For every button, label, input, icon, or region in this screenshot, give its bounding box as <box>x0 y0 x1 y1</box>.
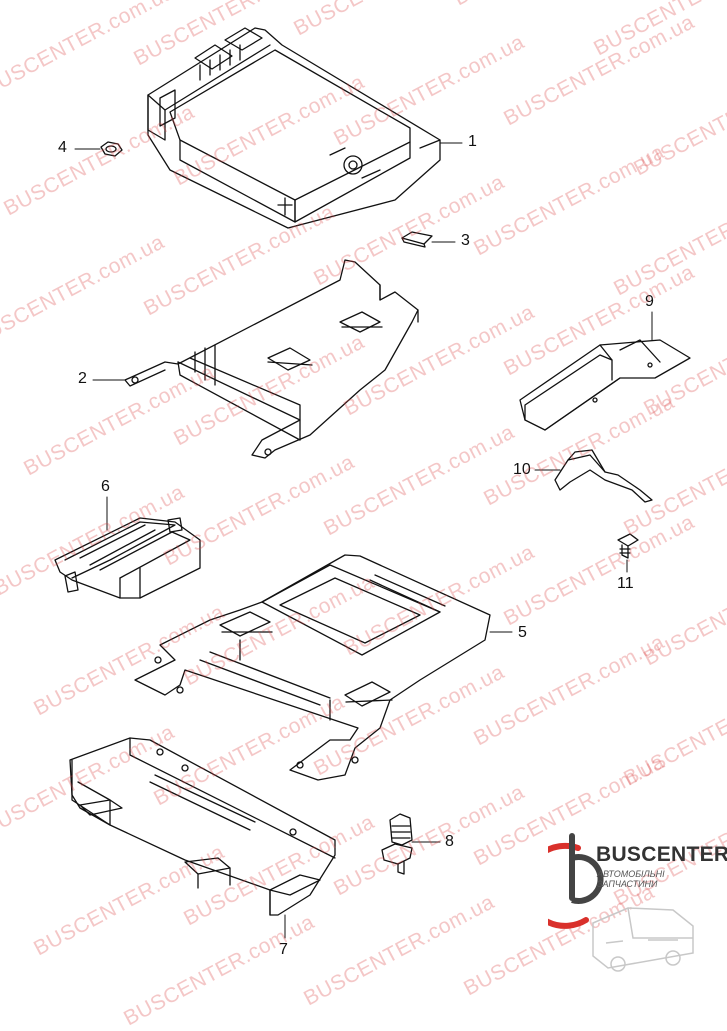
part-11-screw <box>617 533 639 559</box>
logo-name: BUSCENTER <box>596 843 727 866</box>
callout-10: 10 <box>513 461 531 478</box>
buscenter-logo-icon <box>548 833 694 972</box>
callout-5: 5 <box>518 624 527 641</box>
part-10-small-bracket <box>554 449 653 503</box>
part-9-bracket <box>519 339 691 431</box>
callout-2: 2 <box>78 370 87 387</box>
callout-6: 6 <box>101 478 110 495</box>
part-3-clip <box>401 231 433 248</box>
part-6-connector-holder <box>54 517 201 599</box>
part-7-lower-carrier <box>69 737 336 916</box>
callout-8: 8 <box>445 833 454 850</box>
callout-11: 11 <box>617 575 634 592</box>
callout-1: 1 <box>468 133 477 150</box>
callout-3: 3 <box>461 232 470 249</box>
leader-lines <box>74 142 653 939</box>
part-1-control-unit <box>147 27 441 229</box>
part-4-nut <box>100 141 123 157</box>
part-5-base-plate <box>134 554 491 781</box>
part-8-bolt <box>381 813 413 875</box>
callout-9: 9 <box>645 293 654 310</box>
part-2-mounting-bracket <box>124 259 419 459</box>
callout-7: 7 <box>279 941 288 958</box>
exploded-parts-drawing <box>54 27 691 939</box>
logo-tagline: АВТОМОБІЛЬНІ ЗАПЧАСТИНИ <box>597 869 665 889</box>
callout-4: 4 <box>58 139 67 156</box>
